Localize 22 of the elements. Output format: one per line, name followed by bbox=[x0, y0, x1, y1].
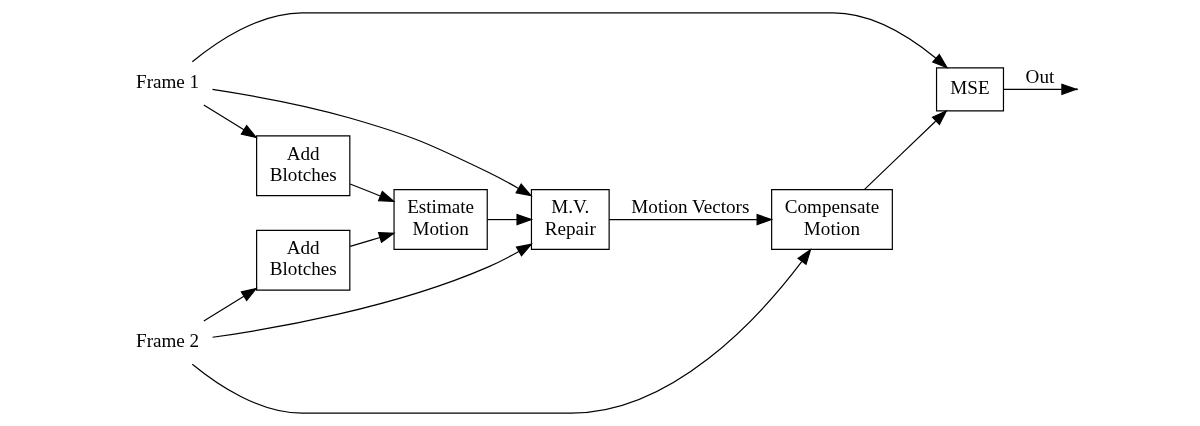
arrow bbox=[191, 12, 949, 69]
node-box: Add Blotches bbox=[256, 135, 351, 197]
node-text: Frame 2 bbox=[136, 330, 200, 352]
arrow bbox=[608, 213, 774, 226]
arrow bbox=[1003, 83, 1079, 96]
edge-label: Motion Vectors bbox=[631, 196, 750, 218]
node-box: M.V. Repair bbox=[530, 189, 610, 251]
arrow bbox=[863, 109, 948, 191]
node-box: Compensate Motion bbox=[771, 189, 893, 251]
arrow bbox=[211, 88, 533, 197]
arrow bbox=[191, 248, 812, 414]
node-box: Add Blotches bbox=[256, 229, 351, 291]
arrow bbox=[211, 243, 533, 338]
arrow bbox=[203, 104, 258, 139]
node-box: Estimate Motion bbox=[393, 189, 488, 251]
arrow bbox=[349, 232, 396, 248]
arrow bbox=[203, 287, 258, 322]
arrow bbox=[349, 183, 396, 203]
node-text: Frame 1 bbox=[136, 70, 200, 92]
edge-label: Out bbox=[1025, 66, 1055, 88]
node-box: MSE bbox=[935, 67, 1005, 112]
arrow bbox=[486, 213, 534, 226]
